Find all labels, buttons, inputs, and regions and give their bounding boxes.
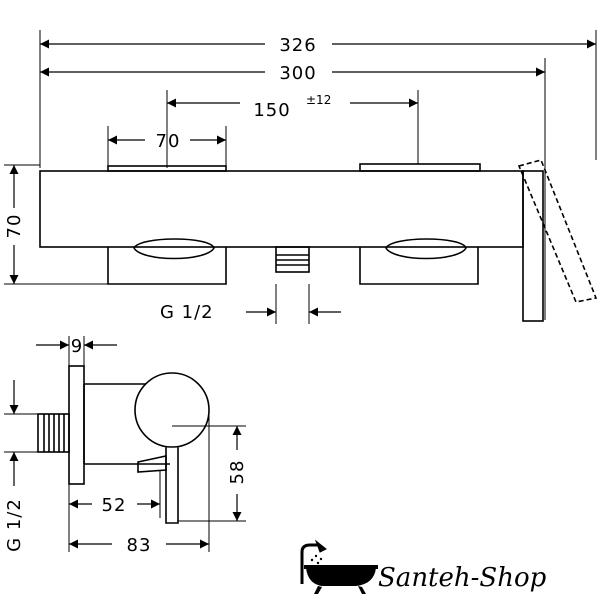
side-extension-lines xyxy=(4,336,246,552)
dim-inlet-thread: G 1/2 xyxy=(4,380,25,552)
right-top-cap xyxy=(359,163,481,172)
dim-body-width-label: 300 xyxy=(279,63,316,84)
dim-total-depth: 83 xyxy=(69,535,209,556)
dim-overall-width: 326 xyxy=(40,35,596,56)
dim-handle-height: 58 xyxy=(227,426,248,521)
mixer-body xyxy=(39,170,524,248)
lever-handle xyxy=(517,159,598,322)
brand-logo: Santeh-Shop xyxy=(300,539,547,594)
dim-handle-spacing: 150 ±12 xyxy=(167,93,418,121)
bathtub-shower-icon xyxy=(300,539,378,594)
dim-wall-plate-thickness: 9 xyxy=(36,336,117,357)
dim-overall-width-label: 326 xyxy=(279,35,316,56)
dim-handle-width: 70 xyxy=(108,131,226,152)
side-lever xyxy=(165,446,179,524)
dim-outlet-thread: G 1/2 xyxy=(160,302,341,323)
inlet-connector xyxy=(37,413,70,453)
wall-plate xyxy=(68,365,85,485)
dim-handle-height-label: 58 xyxy=(227,460,248,485)
dim-handle-spacing-tolerance: ±12 xyxy=(306,93,331,107)
dim-body-height: 70 xyxy=(4,165,25,284)
left-handle-block xyxy=(107,247,227,285)
dim-spout-depth-label: 52 xyxy=(102,495,127,516)
dim-total-depth-label: 83 xyxy=(127,535,152,556)
side-view xyxy=(37,365,210,524)
dim-inlet-thread-label: G 1/2 xyxy=(4,498,25,552)
dim-body-height-label: 70 xyxy=(4,214,25,239)
right-handle-block xyxy=(359,247,479,285)
brand-name: Santeh-Shop xyxy=(378,563,547,593)
front-view xyxy=(39,159,598,322)
outlet-connector xyxy=(275,246,310,273)
right-handle-scoop xyxy=(385,238,467,260)
left-handle-scoop xyxy=(133,238,215,260)
dim-handle-width-label: 70 xyxy=(156,131,181,152)
dim-wall-plate-thickness-label: 9 xyxy=(71,336,83,357)
side-round-handle xyxy=(134,372,210,448)
side-body xyxy=(83,383,170,465)
dim-spout-depth: 52 xyxy=(69,495,160,516)
dim-outlet-thread-label: G 1/2 xyxy=(160,302,214,323)
dim-body-width: 300 xyxy=(40,63,545,84)
dim-handle-spacing-label: 150 xyxy=(253,100,290,121)
